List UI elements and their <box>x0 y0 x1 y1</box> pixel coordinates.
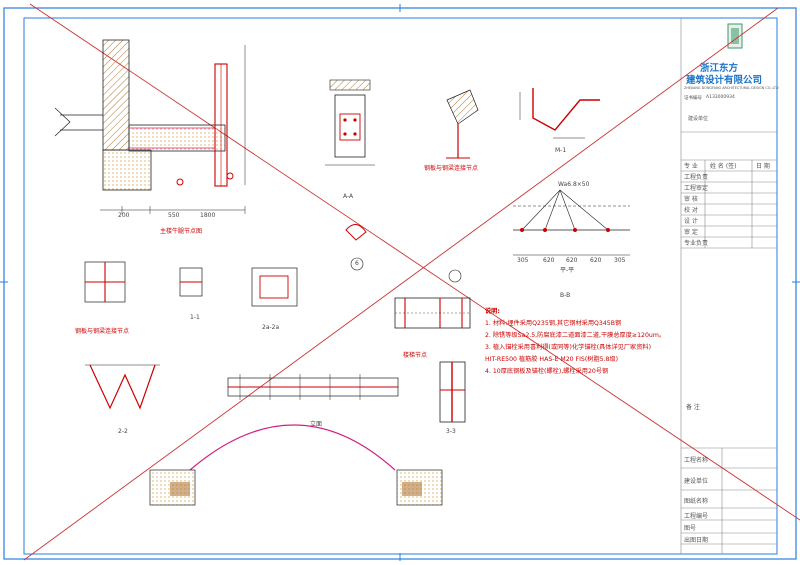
bottom-row: 出图日期 <box>684 537 709 544</box>
void-cross-line-2 <box>23 7 779 561</box>
cert-label: 证书编号 <box>684 96 702 101</box>
caption-3-3: 3-3 <box>446 428 456 435</box>
notes-title: 说明: <box>485 308 500 315</box>
remark-label: 备 注 <box>686 404 700 411</box>
titleblock-header-2: 姓 名 (签) <box>710 163 737 170</box>
dim-span-label: Wa6.8×50 <box>558 181 590 188</box>
titleblock-row: 审 核 <box>684 196 698 203</box>
caption-plan: 平-平 <box>560 267 575 274</box>
caption-node-left: 钢板与钢梁连接节点 <box>75 328 130 335</box>
caption-m1: M-1 <box>555 147 567 154</box>
caption-corbel: 主楼牛腿节点图 <box>160 228 203 235</box>
company-name-line2: 建筑设计有限公司 <box>686 75 763 86</box>
notes-line: 4. 10厚底钢板及锚栓(螺栓),螺栓采用20号钢 <box>485 368 609 375</box>
bottom-row: 图号 <box>684 525 697 532</box>
detail-corbel <box>54 39 246 214</box>
dim-s1: 305 <box>517 257 529 264</box>
caption-2-2: 2-2 <box>118 428 128 435</box>
grid-marker-a <box>448 269 462 283</box>
detail-truss-2-2 <box>85 364 399 410</box>
detail-beam-plan <box>394 297 471 329</box>
dim-s2: 620 <box>543 257 555 264</box>
dim-w2: 550 <box>168 212 180 219</box>
dim-s4: 620 <box>590 257 602 264</box>
bottom-row: 图纸名称 <box>684 498 709 505</box>
detail-section-3-3 <box>439 361 466 423</box>
caption-b-b: B-B <box>560 292 571 299</box>
cert-no: A133000934 <box>706 95 735 100</box>
caption-a-a: A-A <box>343 193 354 200</box>
detail-arch <box>149 424 443 506</box>
dim-s5: 305 <box>614 257 626 264</box>
notes-line: 3. 植入锚栓采用喜利得(或同等)化学锚栓(具体详见厂家资料) <box>485 344 652 351</box>
bottom-row: 建设单位 <box>684 478 709 485</box>
notes-line: HIT-RE500 植筋胶 HAS-E M20 FIS(树脂5.8级) <box>485 356 619 363</box>
titleblock-row: 审 定 <box>684 229 698 236</box>
dim-grid-label: 6 <box>355 260 359 267</box>
titleblock-row: 设 计 <box>684 218 698 225</box>
dim-w3: 1800 <box>200 212 216 219</box>
detail-node-left <box>84 261 298 307</box>
caption-2a-2a: 2a-2a <box>262 324 280 331</box>
titleblock-header-3: 日 期 <box>756 163 770 170</box>
company-name-line1: 浙江东方 <box>700 63 739 74</box>
title-block <box>680 18 777 554</box>
detail-m1-plate <box>519 88 600 139</box>
titleblock-row: 专业负责 <box>684 240 709 247</box>
bottom-row: 工程编号 <box>684 513 709 520</box>
caption-1-1: 1-1 <box>190 314 200 321</box>
dim-w1: 200 <box>118 212 130 219</box>
titleblock-header-1: 专 业 <box>684 163 698 170</box>
titleblock-row: 工程审定 <box>684 185 709 192</box>
caption-stair: 楼梯节点 <box>403 352 428 359</box>
titleblock-row: 校 对 <box>684 207 698 214</box>
detail-span-truss <box>513 189 630 256</box>
caption-elevation: 立面 <box>310 421 323 428</box>
dim-s3: 620 <box>566 257 578 264</box>
caption-bracket: 钢板与钢梁连接节点 <box>424 165 479 172</box>
notes-line: 2. 除锈等级Sa2.5,防腐底漆二道面漆二道,干膜总厚度≥120um。 <box>485 332 666 339</box>
company-english-name: ZHEJIANG DONGFANG ARCHITECTURAL DESIGN C… <box>684 86 779 90</box>
detail-bracket <box>446 89 479 159</box>
void-cross-line-1 <box>29 3 800 521</box>
titleblock-row: 工程负责 <box>684 174 709 181</box>
detail-column-section <box>325 79 375 166</box>
stamp-label: 建设单位 <box>688 116 709 122</box>
clip-detail <box>345 224 367 241</box>
bottom-row: 工程名称 <box>684 457 709 464</box>
notes-line: 1. 材料:埋件采用Q235钢,其它钢材采用Q345B钢 <box>485 320 622 327</box>
grid-marker-6 <box>350 257 364 271</box>
